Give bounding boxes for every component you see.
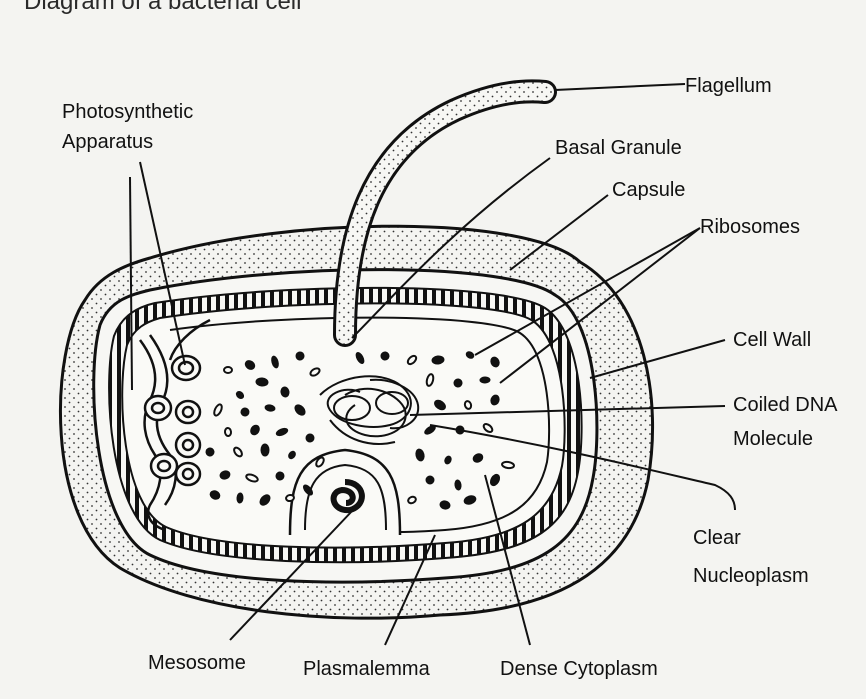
ribosome: [224, 367, 232, 373]
label-mesosome: Mesosome: [148, 649, 246, 678]
label-plasmalemma: Plasmalemma: [303, 655, 430, 684]
ribosome: [237, 493, 244, 503]
ribosome: [480, 377, 490, 383]
ribosome: [225, 428, 232, 437]
label-coiled-dna-line1: Coiled DNA: [733, 391, 837, 420]
label-photosynthetic-apparatus-line1: Photosynthetic: [62, 98, 193, 127]
label-clear-nucleoplasm-line1: Clear: [693, 524, 741, 553]
label-ribosomes: Ribosomes: [700, 213, 800, 242]
label-capsule: Capsule: [612, 176, 685, 205]
label-clear-nucleoplasm-line2: Nucleoplasm: [693, 562, 809, 591]
label-basal-granule: Basal Granule: [555, 134, 682, 163]
label-dense-cytoplasm: Dense Cytoplasm: [500, 655, 658, 684]
label-flagellum: Flagellum: [685, 72, 772, 101]
ribosome: [285, 494, 294, 502]
ribosome: [261, 444, 269, 456]
ribosome: [306, 434, 314, 442]
ribosome: [502, 461, 515, 469]
label-cell-wall: Cell Wall: [733, 326, 811, 355]
label-photosynthetic-apparatus-line2: Apparatus: [62, 128, 153, 157]
label-coiled-dna-line2: Molecule: [733, 425, 813, 454]
